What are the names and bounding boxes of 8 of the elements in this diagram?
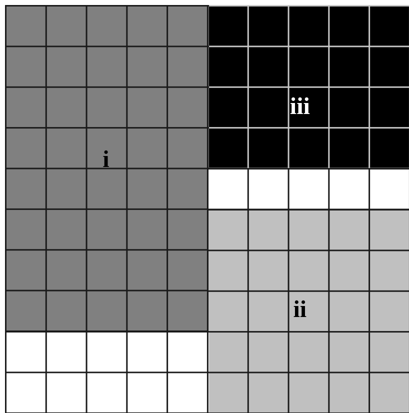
region-label: iii — [290, 94, 310, 119]
shaded-grid-region — [207, 5, 409, 170]
blank-grid-region — [5, 330, 208, 413]
blank-grid-region — [207, 168, 409, 210]
shaded-grid-region — [207, 208, 409, 413]
region-label: ii — [293, 298, 307, 322]
region-label: i — [102, 148, 110, 172]
shaded-grid-region — [5, 5, 208, 332]
